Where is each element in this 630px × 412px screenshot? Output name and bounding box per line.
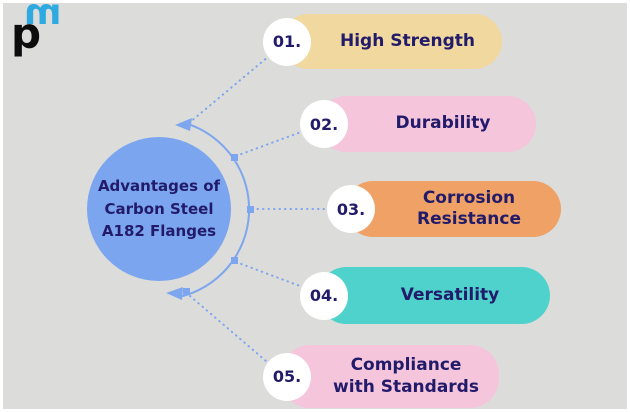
number-badge: 01. xyxy=(263,17,311,66)
topic-line-3: A182 Flanges xyxy=(101,222,217,241)
arrowhead-icon xyxy=(166,287,183,300)
number-badge: 02. xyxy=(300,100,348,148)
advantage-label: High Strength xyxy=(339,30,476,51)
advantage-label: Versatility xyxy=(400,284,500,305)
connector-node xyxy=(231,154,238,161)
advantage-pill-4: 04. Versatility xyxy=(300,267,550,324)
number-badge: 04. xyxy=(300,271,348,320)
logo-letter-m: m xyxy=(24,0,62,33)
connector-dotted-line xyxy=(235,131,302,157)
advantage-label: Compliance with Standards xyxy=(333,355,479,397)
connector-arc xyxy=(178,123,251,298)
arrowhead-icon xyxy=(175,118,192,131)
connector-dotted-line xyxy=(235,261,301,287)
advantage-pill-1: 01. High Strength xyxy=(263,14,502,69)
advantage-pill-5: 05. Compliance with Standards xyxy=(263,345,499,408)
topic-circle: Advantages of Carbon Steel A182 Flanges xyxy=(87,137,231,281)
pm-logo: p m xyxy=(11,3,67,65)
connector-node xyxy=(183,288,190,295)
advantage-label: Durability xyxy=(395,113,491,134)
topic-line-2: Carbon Steel xyxy=(104,199,214,218)
advantage-pill-3: 03. Corrosion Resistance xyxy=(327,181,561,237)
connector-dotted-line xyxy=(189,295,267,362)
logo-letter-p: p xyxy=(11,9,42,58)
advantage-label: Corrosion Resistance xyxy=(417,187,521,229)
number-badge: 05. xyxy=(263,352,311,401)
topic-line-1: Advantages of xyxy=(97,177,221,196)
connector-dotted-line xyxy=(188,55,270,124)
connector-lines xyxy=(166,55,327,362)
connector-node xyxy=(231,257,238,264)
connector-node xyxy=(247,206,254,213)
advantage-pill-2: 02. Durability xyxy=(300,96,536,152)
number-badge: 03. xyxy=(327,185,375,233)
